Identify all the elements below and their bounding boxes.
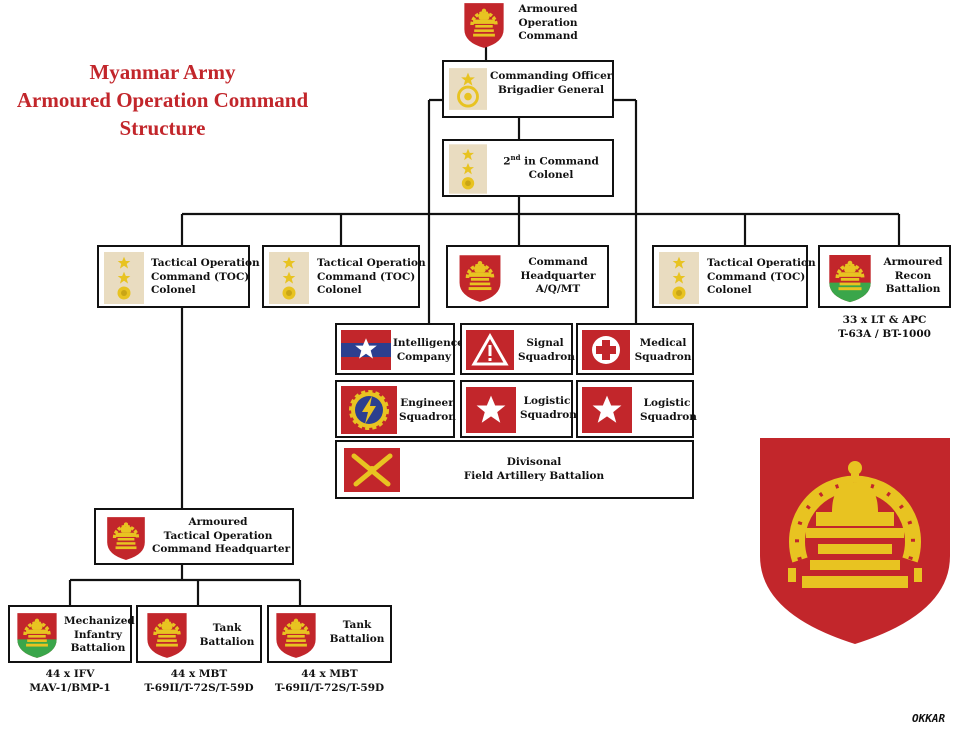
engineer-gear-icon	[341, 386, 397, 434]
armoured-crest-green-icon	[827, 252, 873, 304]
page-title: Myanmar Army Armoured Operation Command …	[16, 60, 309, 140]
author-signature: OKKAR	[912, 712, 946, 725]
armoured-operation-command-emblem	[760, 438, 950, 644]
armoured-crest-icon	[145, 611, 189, 659]
armoured-crest-icon	[104, 515, 148, 561]
colonel-rank-icon	[104, 252, 144, 304]
armoured-crest-icon	[462, 1, 506, 49]
logistic-star-icon	[582, 387, 632, 433]
colonel-rank-icon	[269, 252, 309, 304]
colonel-rank-icon	[449, 144, 487, 194]
signal-warning-icon	[466, 330, 514, 370]
colonel-rank-icon	[659, 252, 699, 304]
armoured-crest-icon	[457, 253, 503, 303]
crossed-cannons-icon	[344, 448, 400, 492]
armoured-crest-green-icon	[15, 611, 59, 659]
second-in-command-node: 2nd in Command Colonel	[442, 139, 614, 197]
logistic-star-icon	[466, 387, 516, 433]
medical-cross-icon	[582, 330, 630, 370]
brigadier-general-rank-icon	[449, 67, 487, 111]
armoured-crest-icon	[274, 611, 318, 659]
intelligence-flag-icon	[341, 330, 391, 370]
